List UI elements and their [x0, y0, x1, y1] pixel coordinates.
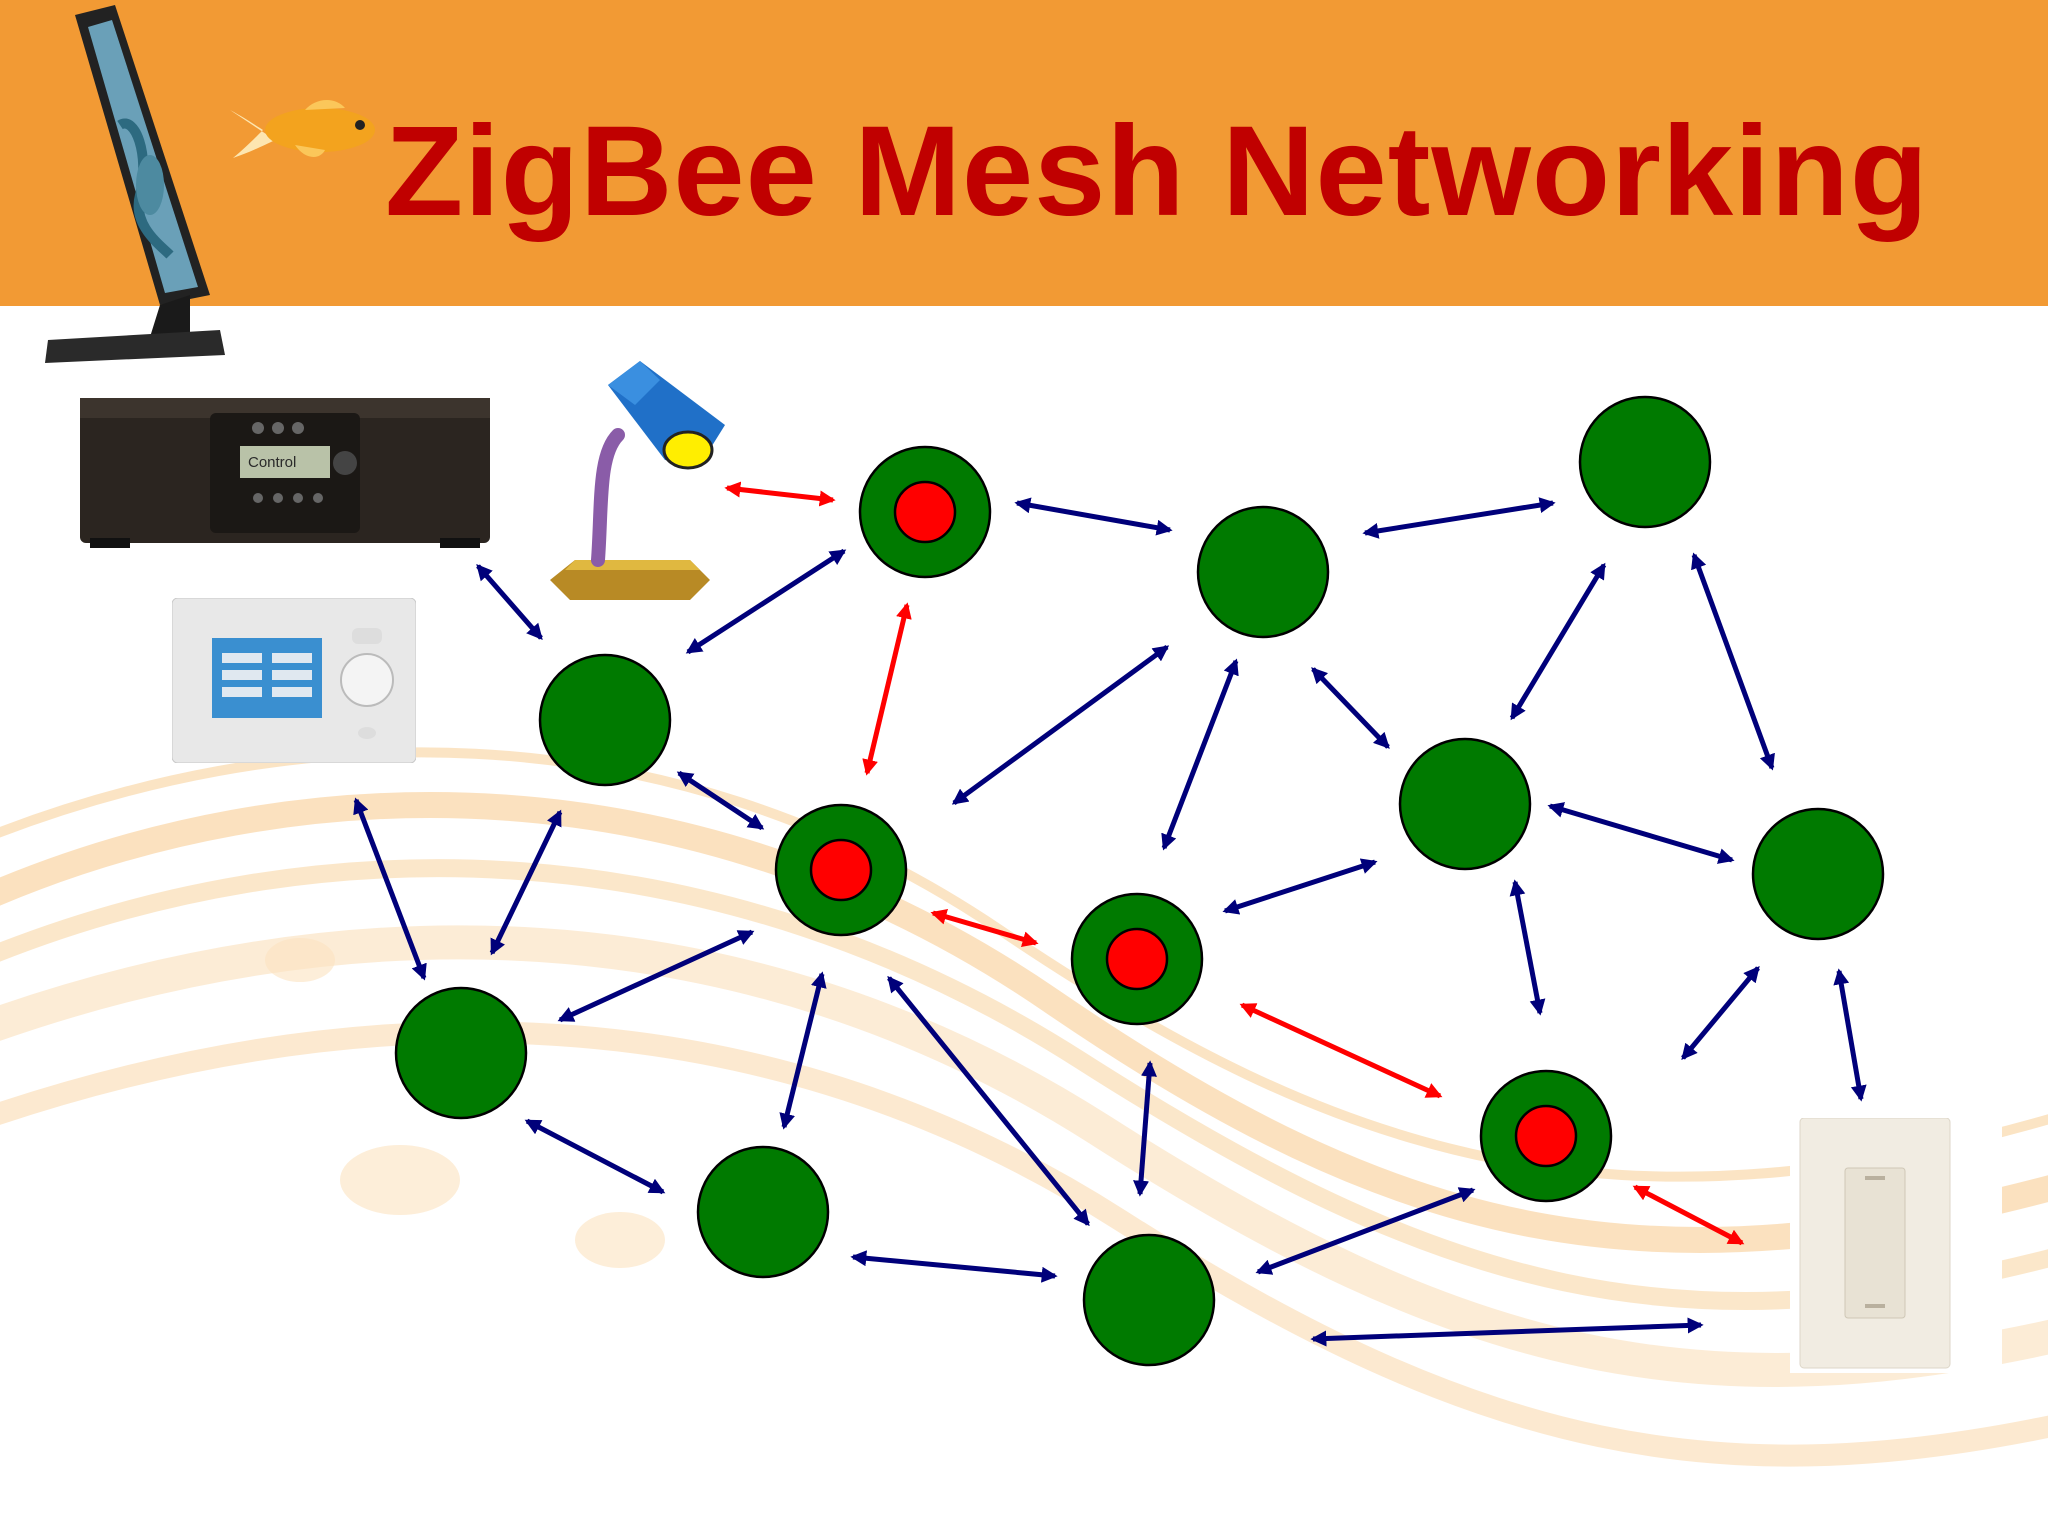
blue-link-arrow	[476, 563, 543, 641]
blue-link-arrow	[1222, 858, 1378, 915]
mesh-node	[1751, 807, 1885, 941]
blue-link-arrow	[1255, 1187, 1476, 1275]
mesh-node	[394, 986, 528, 1120]
node-core-dot	[1105, 927, 1169, 991]
router-node	[1070, 892, 1204, 1026]
blue-link-arrow	[1509, 879, 1546, 1016]
mesh-node	[1082, 1233, 1216, 1367]
header-band	[0, 0, 2048, 306]
blue-link-arrow	[1833, 968, 1867, 1102]
node-circle	[1398, 737, 1532, 871]
node-core-dot	[1514, 1104, 1578, 1168]
light-switch-icon	[1790, 1118, 2002, 1373]
red-link-arrow	[862, 602, 912, 776]
mesh-node	[1578, 395, 1712, 529]
node-circle	[538, 653, 672, 787]
mesh-node	[1196, 505, 1330, 639]
blue-link-arrow	[1691, 552, 1775, 771]
blue-link-arrow	[1161, 658, 1239, 851]
blue-link-arrow	[1311, 667, 1390, 749]
goldfish-icon	[230, 99, 375, 158]
node-circle	[1751, 807, 1885, 941]
router-node	[1479, 1069, 1613, 1203]
red-link-arrow	[1632, 1184, 1745, 1246]
blue-link-arrow	[1509, 562, 1607, 721]
node-core-dot	[809, 838, 873, 902]
blue-link-arrow	[1014, 497, 1173, 536]
desk-lamp-icon	[550, 361, 725, 600]
blue-link-arrow	[353, 797, 427, 981]
node-circle	[394, 986, 528, 1120]
monitor-icon	[45, 5, 225, 363]
page-title: ZigBee Mesh Networking	[385, 100, 1929, 243]
blue-link-arrow	[1547, 802, 1735, 864]
mesh-node	[696, 1145, 830, 1279]
blue-link-arrow	[779, 971, 827, 1130]
av-controller-icon: Control	[80, 398, 490, 550]
red-link-arrow	[724, 481, 836, 507]
mesh-node	[538, 653, 672, 787]
blue-link-arrow	[850, 1250, 1058, 1283]
router-node	[774, 803, 908, 937]
mesh-node	[1398, 737, 1532, 871]
blue-link-arrow	[1681, 965, 1760, 1061]
red-link-arrow	[1239, 1002, 1443, 1099]
blue-link-arrow	[685, 548, 847, 655]
touch-panel-icon	[172, 598, 416, 763]
blue-link-arrow	[524, 1118, 666, 1195]
blue-link-arrow	[1310, 1317, 1704, 1347]
node-circle	[1196, 505, 1330, 639]
blue-link-arrow	[676, 770, 765, 831]
node-circle	[1082, 1233, 1216, 1367]
blue-link-arrow	[557, 929, 755, 1023]
blue-link-arrow	[1362, 497, 1556, 539]
controller-display-text: Control	[248, 454, 297, 471]
blue-link-arrow	[951, 644, 1170, 806]
node-circle	[696, 1145, 830, 1279]
node-core-dot	[893, 480, 957, 544]
blue-link-arrow	[489, 809, 563, 956]
blue-link-arrow	[1133, 1060, 1157, 1197]
node-circle	[1578, 395, 1712, 529]
red-link-arrow	[930, 909, 1039, 947]
router-node	[858, 445, 992, 579]
blue-link-arrow	[887, 975, 1090, 1227]
